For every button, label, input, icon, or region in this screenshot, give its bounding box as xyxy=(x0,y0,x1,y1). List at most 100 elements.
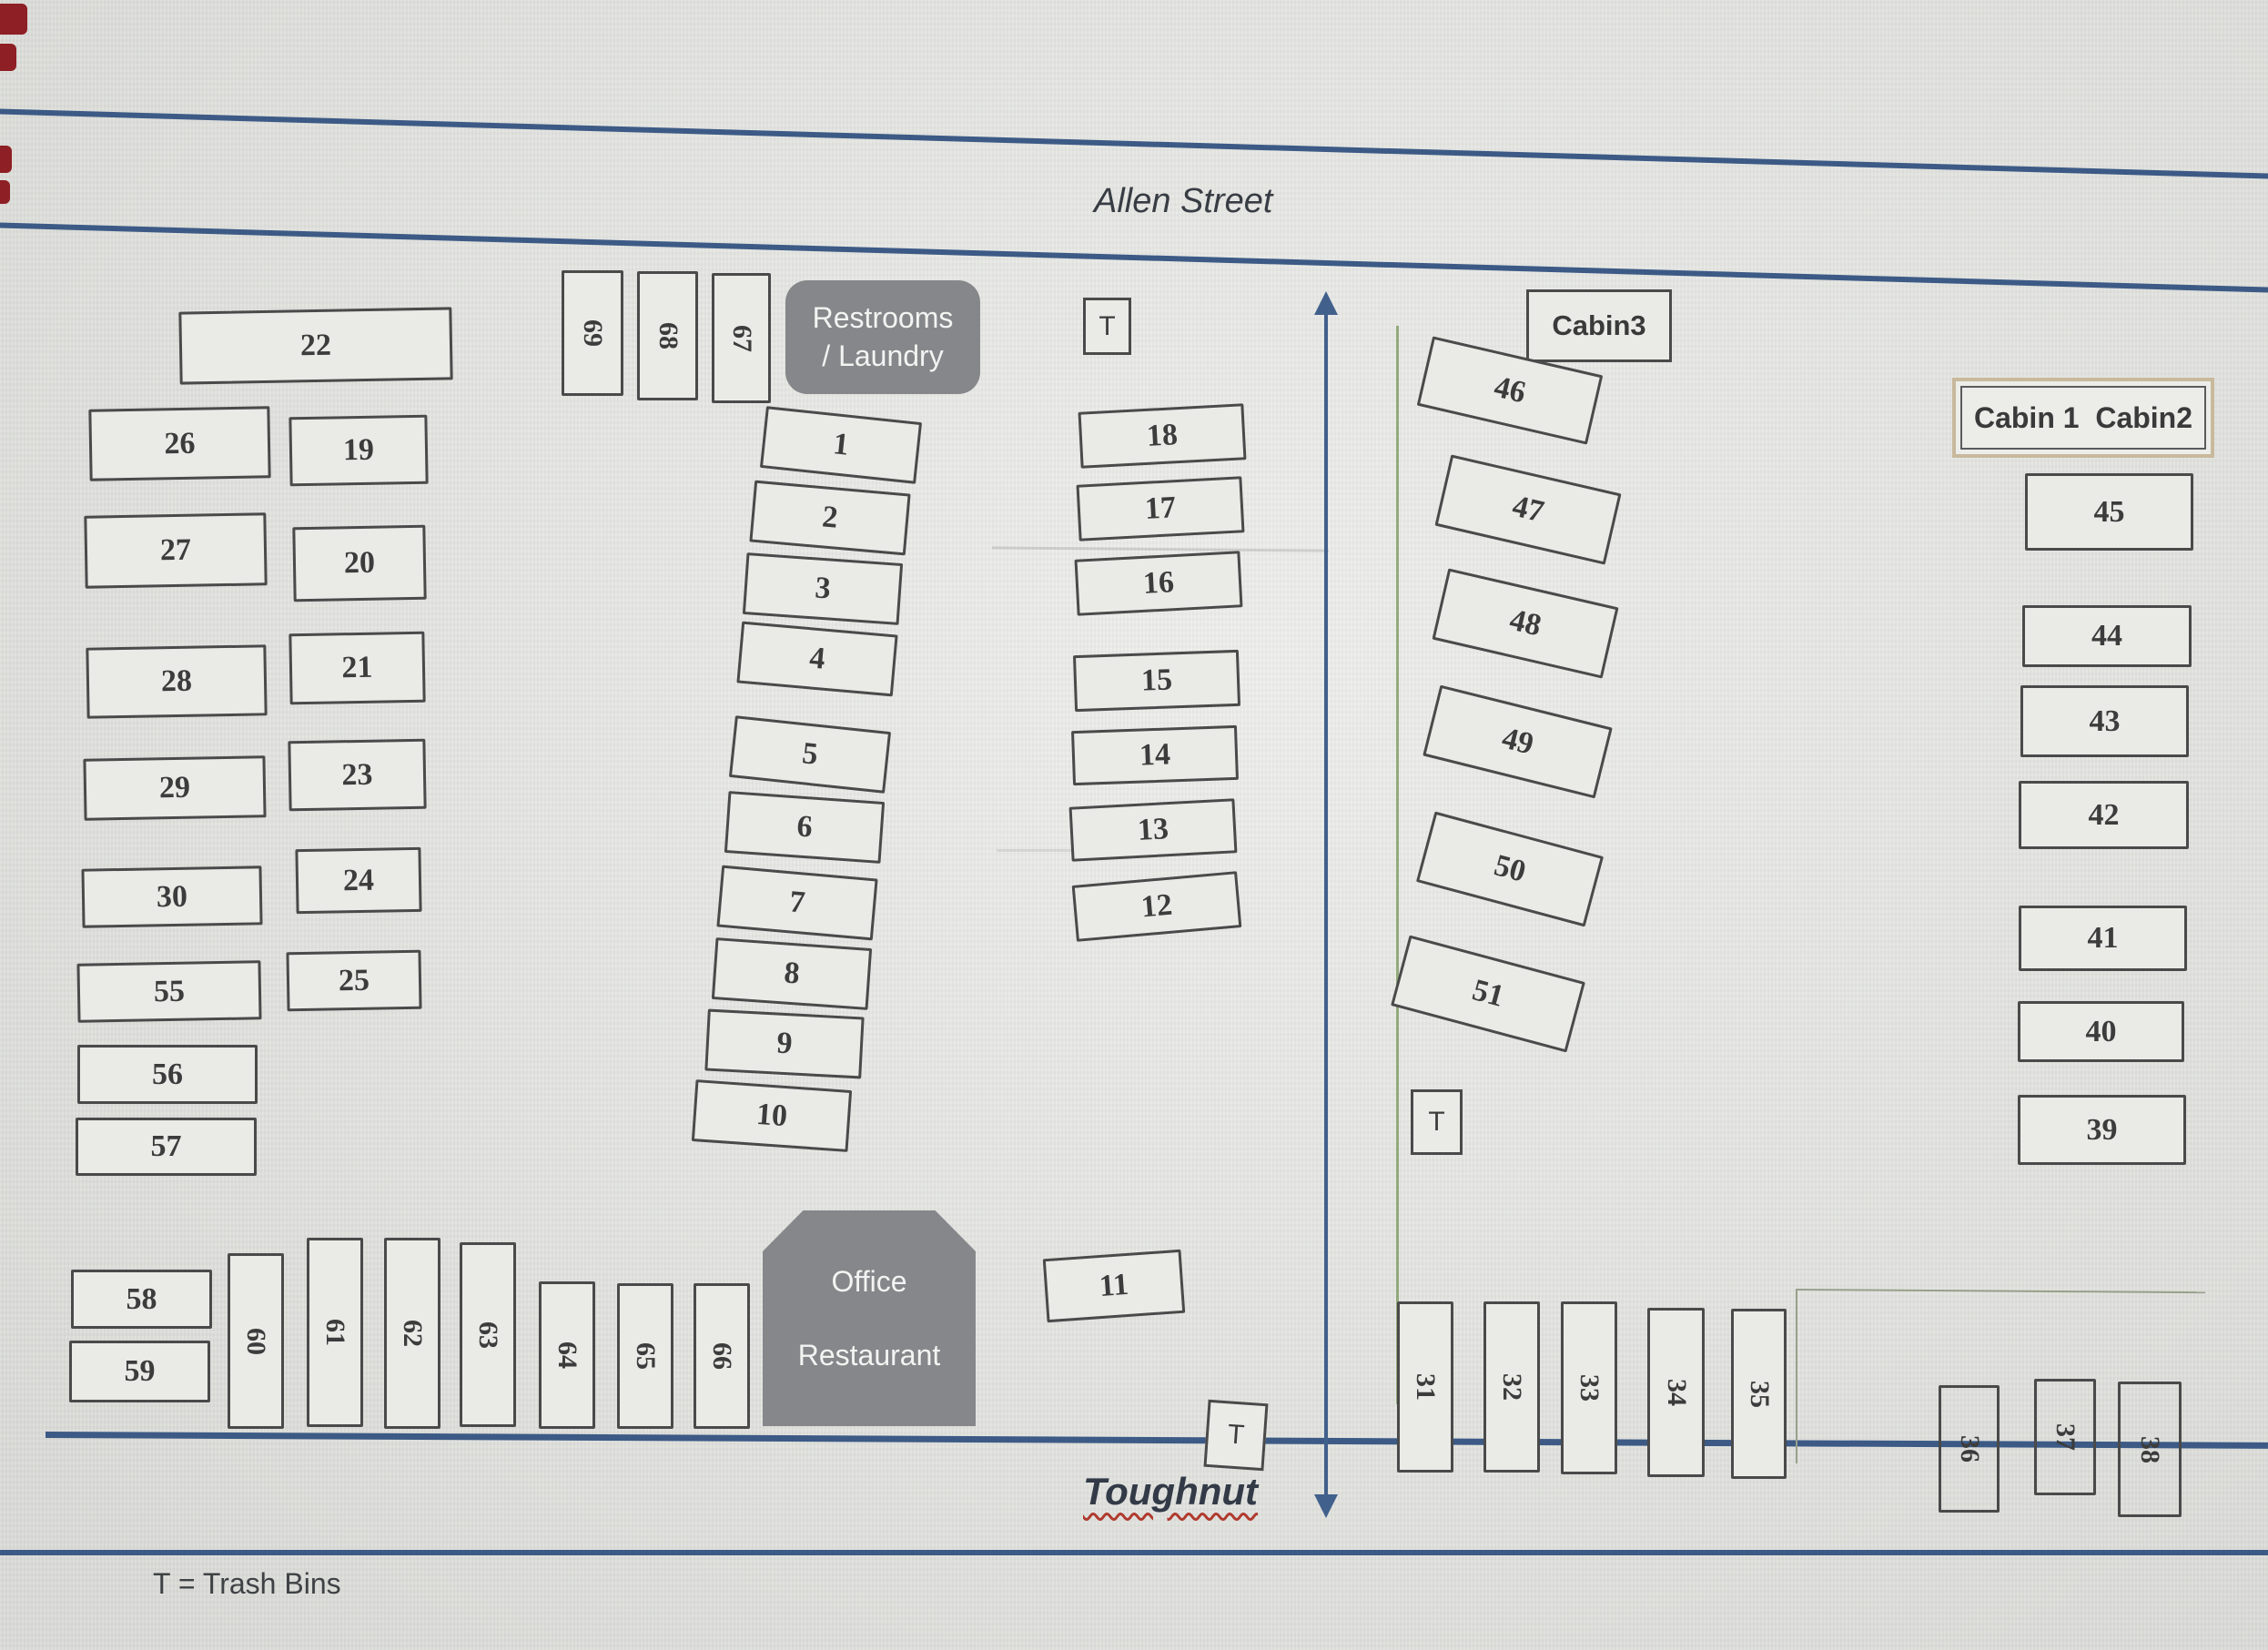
site-label: 19 xyxy=(342,432,375,468)
site-58: 58 xyxy=(71,1270,212,1329)
site-12: 12 xyxy=(1071,871,1242,942)
site-16: 16 xyxy=(1074,551,1243,616)
site-label: 47 xyxy=(1509,489,1547,530)
site-27: 27 xyxy=(84,512,268,589)
site-label: 61 xyxy=(320,1319,350,1346)
site-56: 56 xyxy=(77,1045,258,1104)
site-7: 7 xyxy=(716,865,878,941)
arrow-down-icon xyxy=(1314,1494,1338,1518)
site-label: 42 xyxy=(2088,797,2120,832)
site-label: 60 xyxy=(241,1327,271,1355)
site-41: 41 xyxy=(2019,906,2187,971)
allen-street-label: Allen Street xyxy=(1094,182,1273,220)
site-35: 35 xyxy=(1731,1309,1787,1479)
arrow-up-icon xyxy=(1314,291,1338,315)
site-59: 59 xyxy=(69,1341,210,1402)
site-17: 17 xyxy=(1076,476,1245,542)
site-64: 64 xyxy=(539,1281,595,1429)
cabin3-label: Cabin3 xyxy=(1552,309,1646,341)
site-label: 30 xyxy=(156,879,188,914)
site-label: 12 xyxy=(1139,887,1174,925)
toughnut-street-label: Toughnut xyxy=(1083,1470,1259,1513)
trash-bin-label: T xyxy=(1099,310,1116,341)
site-10: 10 xyxy=(691,1079,853,1152)
office-label: Office xyxy=(831,1264,907,1298)
cabin3-box: Cabin3 xyxy=(1526,289,1672,362)
site-30: 30 xyxy=(81,865,263,928)
site-62: 62 xyxy=(384,1238,440,1429)
site-label: 5 xyxy=(800,736,820,772)
pencil-smudge xyxy=(991,546,1330,552)
site-33: 33 xyxy=(1561,1301,1617,1474)
restrooms-laundry-building: Restrooms / Laundry xyxy=(785,280,980,394)
site-label: 1 xyxy=(831,427,851,462)
site-label: 40 xyxy=(2085,1014,2117,1048)
site-36: 36 xyxy=(1939,1385,2000,1513)
site-66: 66 xyxy=(694,1283,750,1429)
site-label: 43 xyxy=(2089,704,2121,738)
trash-bin-1: T xyxy=(1083,298,1131,355)
site-label: 31 xyxy=(1411,1373,1441,1401)
site-24: 24 xyxy=(295,846,422,915)
site-label: 18 xyxy=(1146,418,1179,453)
trash-bin-label: T xyxy=(1428,1107,1445,1137)
cabin1-cabin2-box: Cabin 1 Cabin2 xyxy=(1952,378,2214,458)
site-label: 13 xyxy=(1137,812,1169,847)
site-label: 4 xyxy=(807,641,827,676)
site-60: 60 xyxy=(228,1253,284,1429)
site-label: 33 xyxy=(1574,1374,1605,1402)
site-63: 63 xyxy=(460,1242,516,1427)
site-label: 9 xyxy=(775,1026,794,1061)
site-label: 41 xyxy=(2087,921,2119,955)
site-38: 38 xyxy=(2118,1382,2182,1517)
allen-street-line-top xyxy=(0,107,2268,180)
site-42: 42 xyxy=(2019,781,2189,849)
site-label: 66 xyxy=(707,1342,737,1370)
site-label: 17 xyxy=(1144,491,1177,526)
site-69: 69 xyxy=(562,270,623,396)
site-label: 51 xyxy=(1468,973,1508,1014)
site-label: 63 xyxy=(473,1321,503,1349)
site-28: 28 xyxy=(86,644,268,719)
site-label: 49 xyxy=(1498,721,1537,762)
site-2: 2 xyxy=(749,480,911,556)
site-label: 22 xyxy=(299,328,332,363)
site-11: 11 xyxy=(1042,1249,1186,1323)
site-label: 59 xyxy=(124,1354,156,1388)
trash-bin-3: T xyxy=(1203,1399,1269,1472)
site-65: 65 xyxy=(617,1283,673,1429)
site-48: 48 xyxy=(1432,568,1619,679)
site-20: 20 xyxy=(292,524,427,602)
site-label: 36 xyxy=(1954,1435,1985,1463)
site-label: 67 xyxy=(726,324,757,352)
site-label: 34 xyxy=(1661,1379,1692,1406)
site-45: 45 xyxy=(2025,473,2193,551)
site-label: 23 xyxy=(341,757,373,792)
site-label: 39 xyxy=(2086,1112,2118,1147)
photo-artifact xyxy=(0,4,27,35)
site-label: 3 xyxy=(814,571,832,606)
site-49: 49 xyxy=(1423,684,1613,799)
site-67: 67 xyxy=(712,273,771,403)
site-51: 51 xyxy=(1391,935,1585,1053)
toughnut-street-line xyxy=(45,1432,2268,1449)
restrooms-label-line2: / Laundry xyxy=(822,339,944,372)
site-label: 25 xyxy=(338,963,370,997)
site-43: 43 xyxy=(2020,685,2189,757)
site-label: 21 xyxy=(341,650,373,685)
site-label: 8 xyxy=(783,956,801,991)
trash-bin-2: T xyxy=(1411,1089,1463,1155)
site-14: 14 xyxy=(1071,724,1239,786)
photo-artifact xyxy=(0,146,12,173)
site-26: 26 xyxy=(88,406,271,481)
site-57: 57 xyxy=(76,1118,257,1176)
site-label: 16 xyxy=(1142,565,1175,601)
site-label: 55 xyxy=(153,974,186,1008)
site-3: 3 xyxy=(742,552,904,625)
site-label: 29 xyxy=(158,770,191,805)
site-61: 61 xyxy=(307,1238,363,1427)
site-label: 38 xyxy=(2135,1435,2165,1463)
green-boundary-line xyxy=(1396,326,1399,1404)
site-label: 50 xyxy=(1490,848,1530,889)
site-15: 15 xyxy=(1072,649,1241,713)
